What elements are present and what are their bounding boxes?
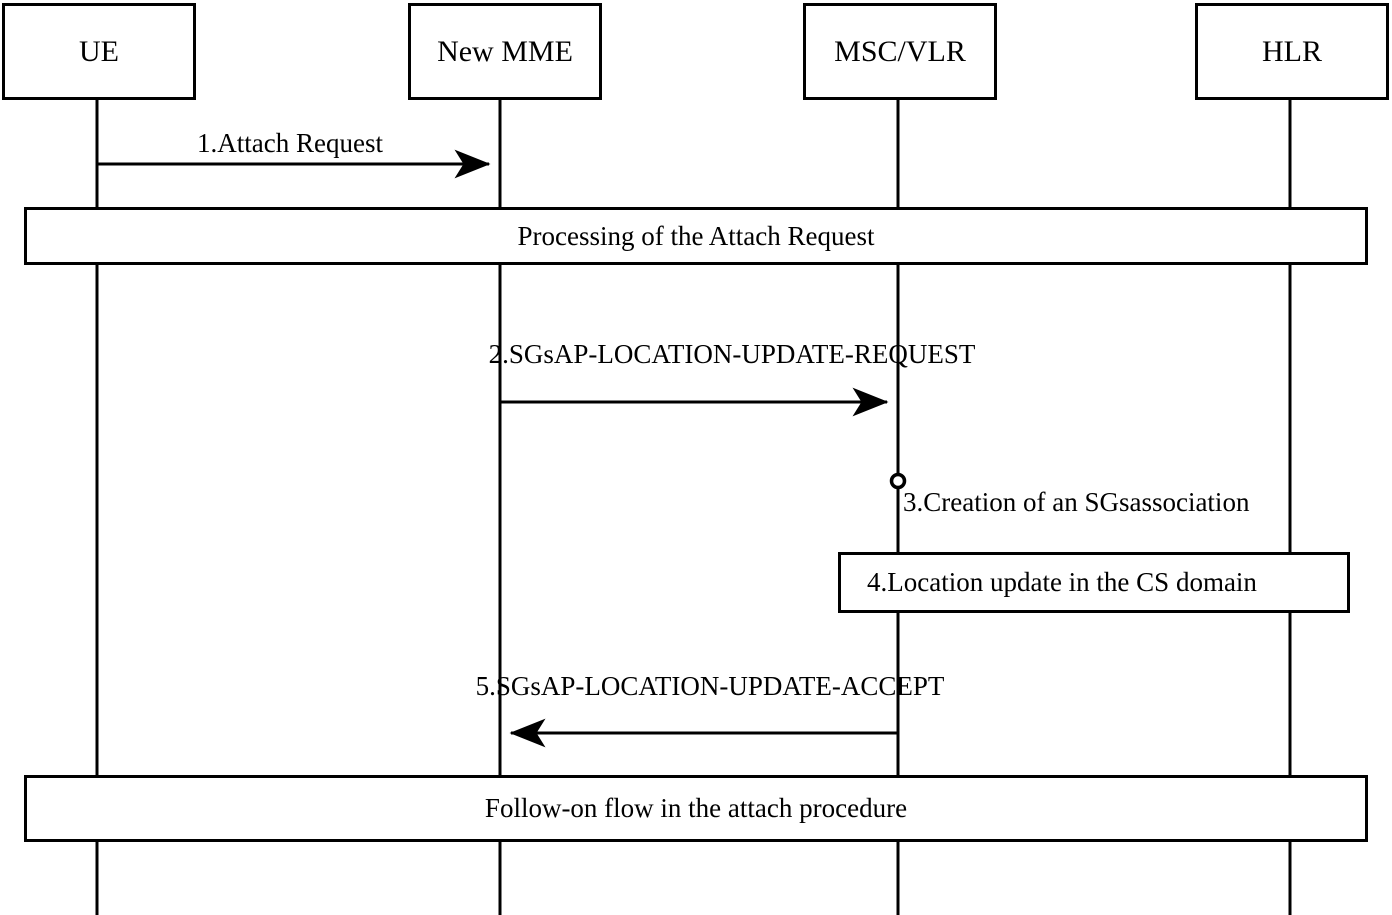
span-bar-processing-attach-request[interactable]: Processing of the Attach Request xyxy=(24,207,1368,265)
note-box-label-location-update-cs-domain: 4.Location update in the CS domain xyxy=(867,567,1257,597)
sgs-association-circle-icon xyxy=(889,472,907,490)
message-arrows-group xyxy=(97,149,898,748)
lifeline-header-mscvlr[interactable]: MSC/VLR xyxy=(803,3,997,100)
lifeline-header-mme[interactable]: New MME xyxy=(408,3,602,100)
self-event-label-creation-sgs-association: 3.Creation of an SGsassociation xyxy=(903,487,1250,517)
lifeline-header-hlr[interactable]: HLR xyxy=(1195,3,1389,100)
lifeline-label-ue: UE xyxy=(79,34,119,68)
message-label-2: 2.SGsAP-LOCATION-UPDATE-REQUEST xyxy=(488,339,976,369)
lifeline-header-ue[interactable]: UE xyxy=(2,3,196,100)
message-label-1: 1.Attach Request xyxy=(197,128,383,158)
message-label-5: 5.SGsAP-LOCATION-UPDATE-ACCEPT xyxy=(475,671,945,701)
lifeline-label-mscvlr: MSC/VLR xyxy=(834,34,966,68)
lifeline-label-hlr: HLR xyxy=(1262,34,1322,68)
note-box-location-update-cs-domain[interactable]: 4.Location update in the CS domain xyxy=(838,552,1350,613)
lifeline-label-mme: New MME xyxy=(437,34,573,68)
span-bar-follow-on-flow[interactable]: Follow-on flow in the attach procedure xyxy=(24,775,1368,842)
span-bar-label-follow-on-flow: Follow-on flow in the attach procedure xyxy=(484,793,908,823)
span-bar-label-processing-attach-request: Processing of the Attach Request xyxy=(517,220,875,251)
self-event-marker-group xyxy=(889,472,907,490)
